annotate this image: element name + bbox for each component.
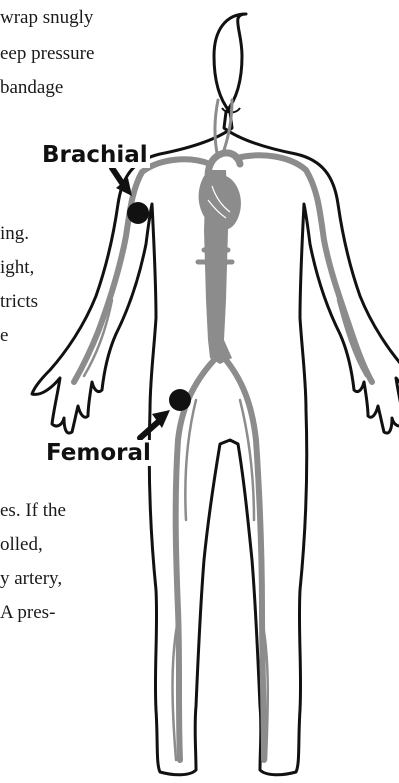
carotid-artery-left — [215, 100, 218, 158]
brachial-pressure-point — [127, 202, 149, 224]
femoral-label: Femoral — [44, 440, 153, 466]
brachial-label: Brachial — [40, 142, 150, 168]
femoral-pressure-point — [169, 389, 191, 411]
